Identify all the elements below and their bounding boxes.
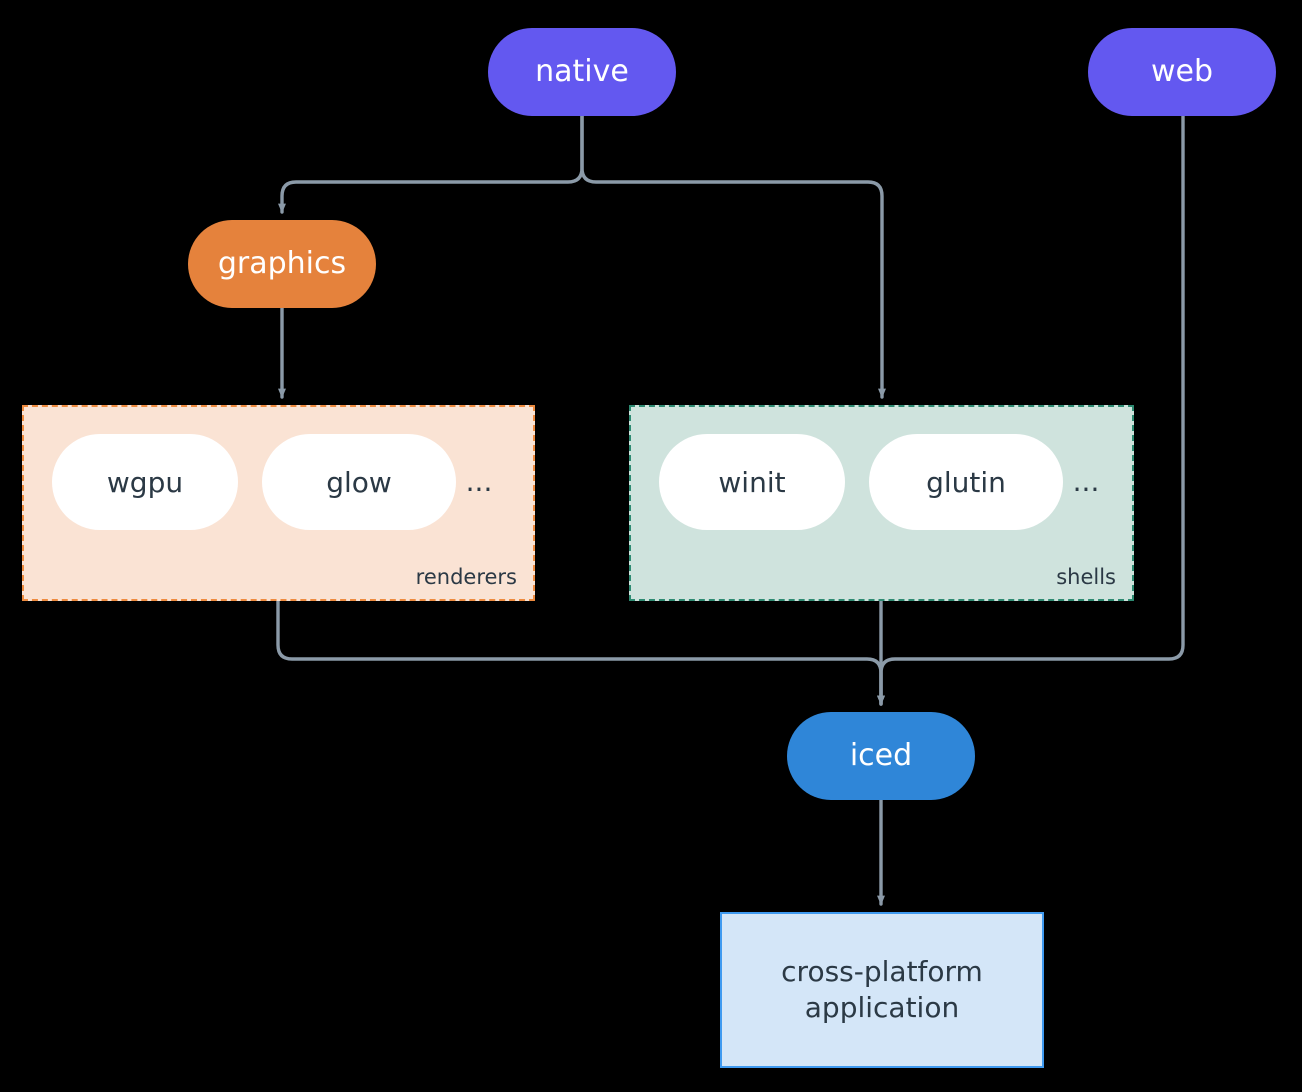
renderers-overflow-ellipsis: ... [465,465,493,498]
shells-overflow-ellipsis: ... [1072,465,1100,498]
node-native[interactable]: native [488,28,676,116]
node-iced-label: iced [849,737,913,773]
node-graphics[interactable]: graphics [188,220,376,308]
application-label-line-1: cross-platform [781,955,983,989]
group-shells-label: shells [1056,565,1116,589]
edge-native-to-shells [580,114,886,399]
edge-web-to-iced [877,114,1185,706]
lib-pill-glow[interactable]: glow [262,434,456,530]
node-cross-platform-application[interactable]: cross-platform application [720,912,1044,1068]
group-renderers: wgpu glow ... renderers [22,405,535,601]
node-native-label: native [535,53,629,89]
group-shells: winit glutin ... shells [629,405,1134,601]
lib-pill-glutin-label: glutin [926,465,1006,499]
node-web[interactable]: web [1088,28,1276,116]
group-renderers-items: wgpu glow ... [52,434,502,530]
edge-renderers-to-iced [276,599,885,706]
lib-pill-glutin[interactable]: glutin [869,434,1063,530]
node-graphics-label: graphics [217,245,347,281]
group-renderers-label: renderers [415,565,517,589]
group-shells-items: winit glutin ... [659,434,1109,530]
lib-pill-wgpu[interactable]: wgpu [52,434,238,530]
application-label-line-2: application [804,991,960,1024]
lib-pill-glow-label: glow [326,465,392,499]
node-iced[interactable]: iced [787,712,975,800]
lib-pill-winit-label: winit [718,465,786,499]
node-web-label: web [1150,53,1214,89]
lib-pill-wgpu-label: wgpu [106,465,184,499]
edge-native-to-graphics [278,114,584,214]
lib-pill-winit[interactable]: winit [659,434,845,530]
